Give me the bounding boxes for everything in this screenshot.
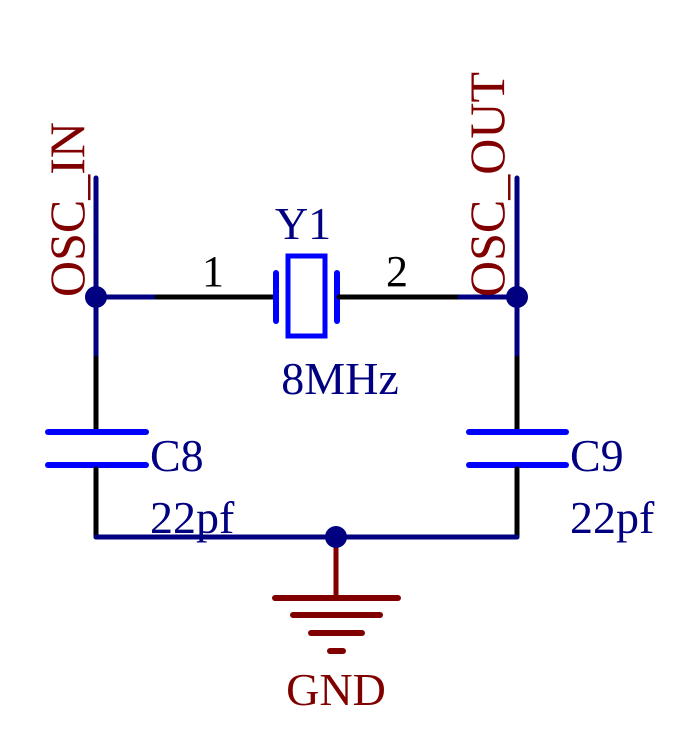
- y1-value: 8MHz: [281, 353, 399, 404]
- y1-pin2-number: 2: [386, 247, 408, 296]
- c8-designator: C8: [150, 430, 204, 481]
- c8-value: 22pf: [150, 492, 235, 543]
- net-label-osc-out: OSC_OUT: [459, 72, 515, 297]
- junction-left: [85, 286, 107, 308]
- junction-right: [506, 286, 528, 308]
- net-label-gnd: GND: [286, 664, 386, 715]
- y1-designator: Y1: [275, 198, 331, 249]
- junction-gnd: [325, 526, 347, 548]
- y1-crystal-body: [285, 253, 328, 339]
- net-label-osc-in: OSC_IN: [39, 122, 95, 297]
- y1-pin1-number: 1: [202, 247, 224, 296]
- c9-value: 22pf: [570, 492, 655, 543]
- c9-designator: C9: [570, 430, 624, 481]
